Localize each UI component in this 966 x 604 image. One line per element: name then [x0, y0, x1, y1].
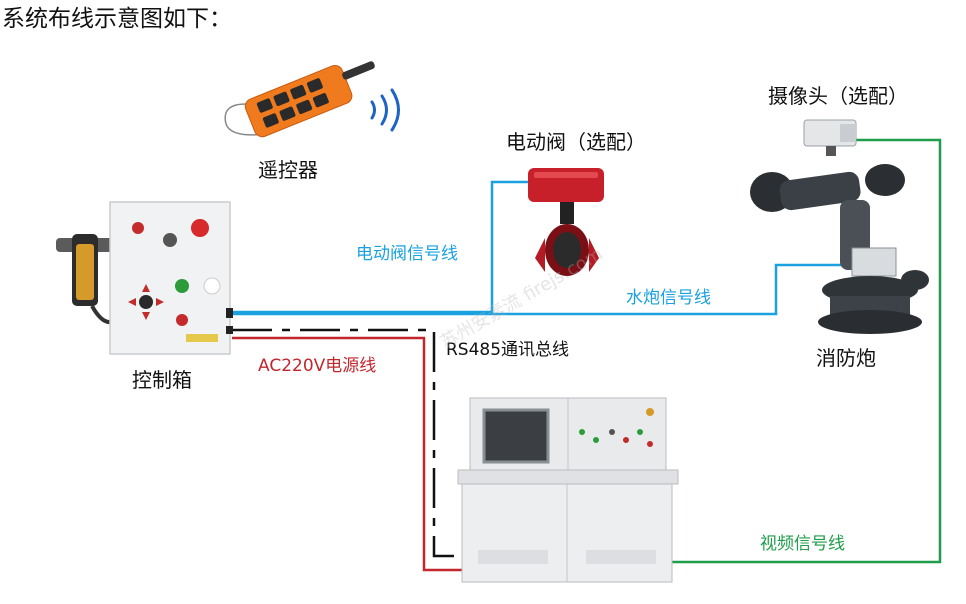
- cannon-label: 消防炮: [816, 346, 876, 370]
- wireless-signal-icon: [370, 88, 400, 132]
- valve-signal-label: 电动阀信号线: [356, 244, 458, 264]
- remote-controller: [224, 61, 375, 138]
- valve-label: 电动阀（选配）: [506, 130, 646, 154]
- control-box-label: 控制箱: [132, 368, 192, 392]
- electric-valve: [528, 168, 604, 276]
- rs485-label: RS485通讯总线: [446, 340, 570, 360]
- video-label: 视频信号线: [760, 534, 845, 554]
- page-heading: 系统布线示意图如下：: [2, 6, 232, 32]
- control-cabinet: [457, 397, 679, 583]
- fire-water-cannon: [750, 164, 929, 334]
- cannon-signal-label: 水炮信号线: [626, 288, 711, 308]
- security-camera: [803, 119, 857, 156]
- rs485-bus-wire: [232, 328, 470, 558]
- camera-label: 摄像头（选配）: [768, 84, 908, 108]
- power-wire: [232, 336, 470, 572]
- valve-signal-wire: [232, 180, 530, 314]
- cannon-signal-wire: [232, 263, 850, 316]
- power-label: AC220V电源线: [258, 356, 377, 376]
- control-box: [56, 201, 233, 355]
- remote-label: 遥控器: [258, 158, 318, 182]
- video-wire: [664, 138, 942, 564]
